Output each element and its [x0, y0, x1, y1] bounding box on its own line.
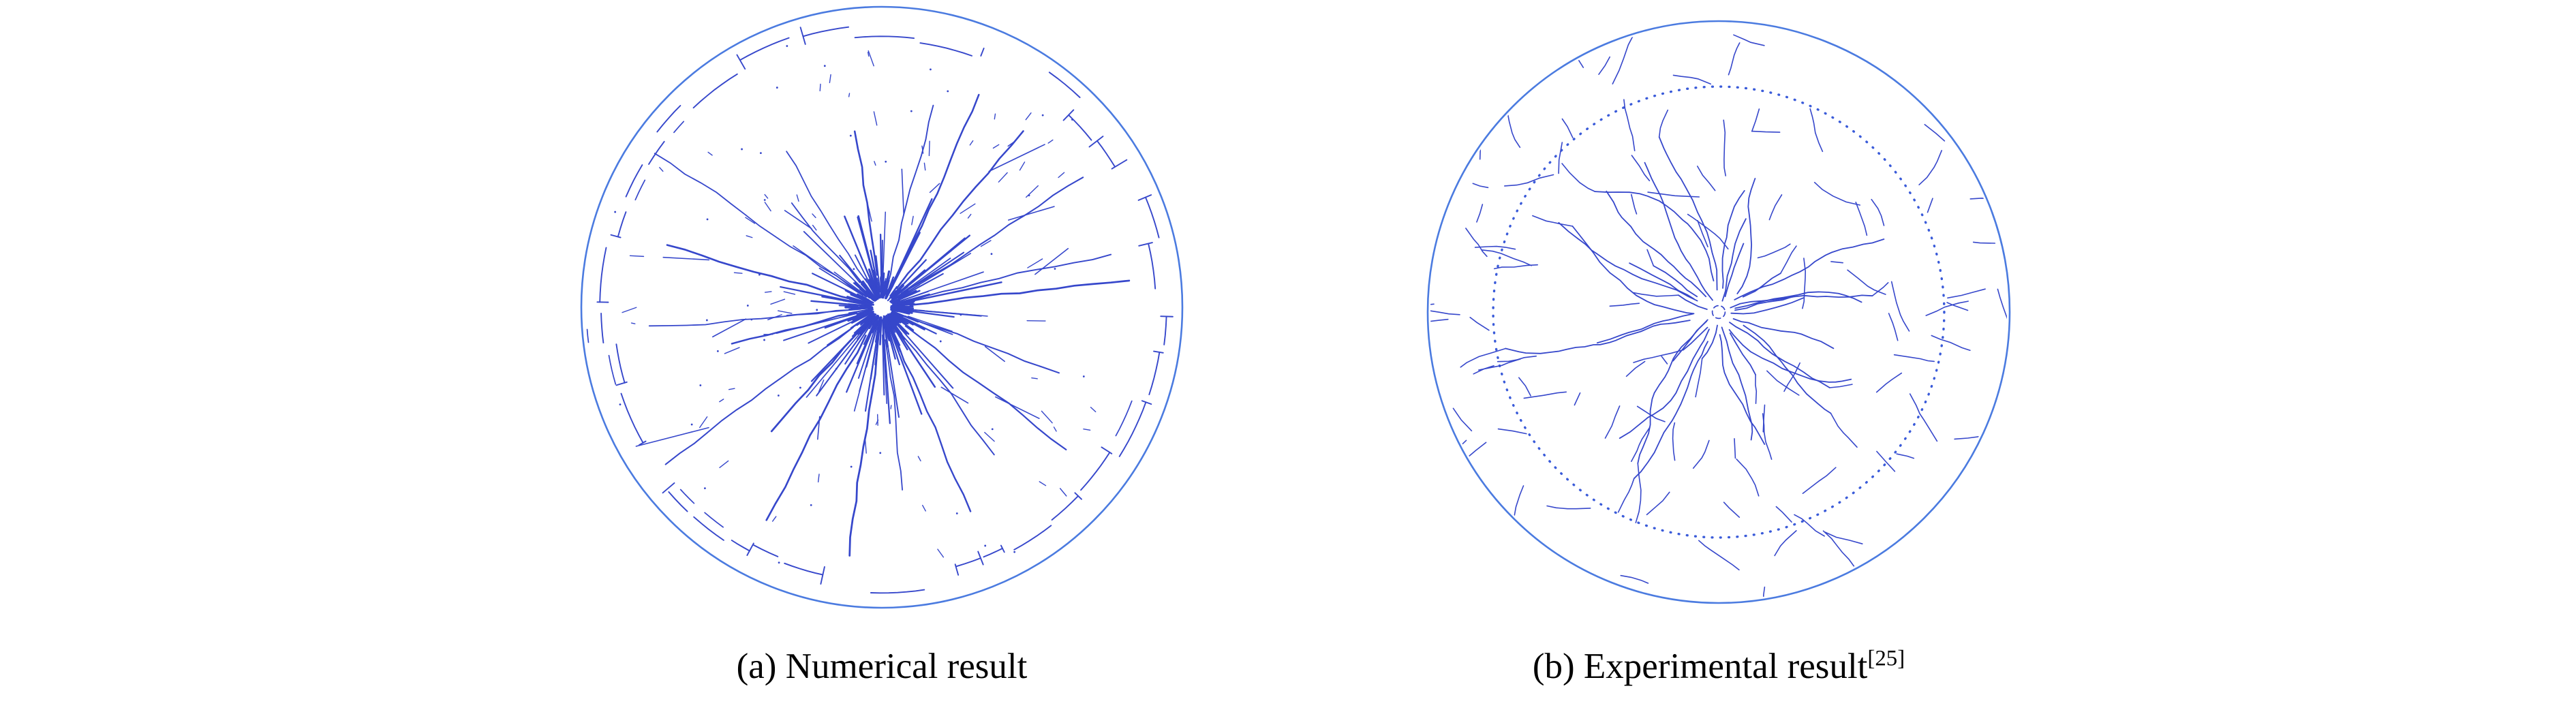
caption-numerical: (a) Numerical result	[575, 646, 1189, 687]
numerical-result-figure	[580, 5, 1184, 609]
caption-experimental: (b) Experimental result[25]	[1426, 646, 2012, 687]
caption-a-text: (a) Numerical result	[736, 647, 1028, 686]
numerical-cracks	[586, 26, 1174, 594]
experimental-result-figure	[1426, 20, 2011, 604]
caption-b-citation: [25]	[1867, 646, 1905, 671]
outer-circle	[580, 5, 1184, 609]
experimental-cracks	[1430, 31, 2007, 600]
dashed-inner-circle	[1492, 85, 1946, 539]
caption-b-text: (b) Experimental result	[1532, 647, 1868, 686]
outer-circle	[1426, 20, 2011, 604]
